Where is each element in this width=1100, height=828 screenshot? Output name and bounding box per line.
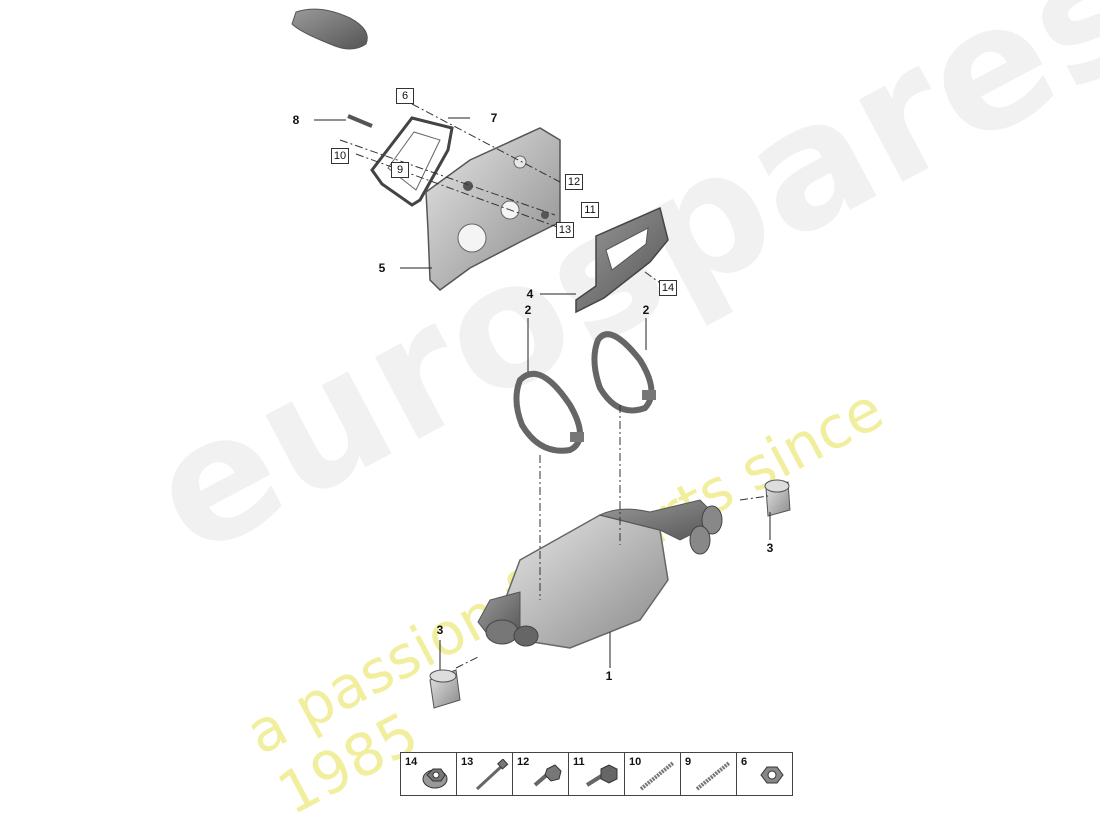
legend-item-12: 12 — [513, 753, 569, 795]
legend-number: 14 — [405, 756, 418, 768]
flange-nut-icon — [422, 768, 448, 789]
boxed-callout-12: 12 — [565, 174, 583, 190]
legend-item-10: 10 — [625, 753, 681, 795]
legend-number: 6 — [741, 756, 748, 768]
threaded-stud-icon — [695, 761, 731, 791]
callout-5: 5 — [378, 261, 386, 275]
legend-number: 10 — [629, 756, 642, 768]
exploded-view — [291, 8, 791, 709]
clamp-part-2-left — [513, 370, 584, 454]
parts-diagram: eurospares a passion for parts since 198… — [120, 0, 1100, 828]
threaded-stud-icon — [639, 761, 675, 791]
rubber-mount — [291, 8, 368, 50]
callout-2-left: 2 — [524, 303, 532, 317]
stud-part-8 — [347, 114, 373, 128]
fastener-legend: 14 13 12 11 — [400, 752, 793, 796]
legend-number: 12 — [517, 756, 530, 768]
boxed-callout-11: 11 — [581, 202, 599, 218]
callout-3-left: 3 — [436, 623, 444, 637]
leader-lines — [314, 117, 771, 670]
callout-8: 8 — [292, 113, 300, 127]
flange-bolt-icon — [533, 764, 562, 787]
legend-item-11: 11 — [569, 753, 625, 795]
legend-item-6: 6 — [737, 753, 792, 795]
hex-bolt-icon — [585, 764, 618, 787]
bracket-part-4 — [575, 206, 669, 314]
long-bolt-icon — [475, 759, 509, 791]
boxed-callout-14: 14 — [659, 280, 677, 296]
legend-item-13: 13 — [457, 753, 513, 795]
sleeve-clamp-part-3-top — [764, 479, 791, 517]
alignment-lines — [339, 103, 769, 669]
boxed-callout-13: 13 — [556, 222, 574, 238]
boxed-callout-10: 10 — [331, 148, 349, 164]
legend-number: 11 — [573, 756, 585, 768]
muffler-part-1 — [477, 499, 723, 649]
callout-1: 1 — [605, 669, 613, 683]
callout-7: 7 — [490, 111, 498, 125]
sleeve-clamp-part-3-bottom — [429, 669, 461, 709]
legend-number: 9 — [685, 756, 692, 768]
legend-number: 13 — [461, 756, 474, 768]
clamp-part-2-right — [591, 331, 656, 414]
callout-2-right: 2 — [642, 303, 650, 317]
legend-item-14: 14 — [401, 753, 457, 795]
heat-shield-part-5 — [425, 127, 561, 291]
callout-4: 4 — [526, 287, 534, 301]
boxed-callout-9: 9 — [391, 162, 409, 178]
legend-item-9: 9 — [681, 753, 737, 795]
hex-nut-icon — [760, 766, 784, 784]
boxed-callout-6: 6 — [396, 88, 414, 104]
callout-3-right: 3 — [766, 541, 774, 555]
